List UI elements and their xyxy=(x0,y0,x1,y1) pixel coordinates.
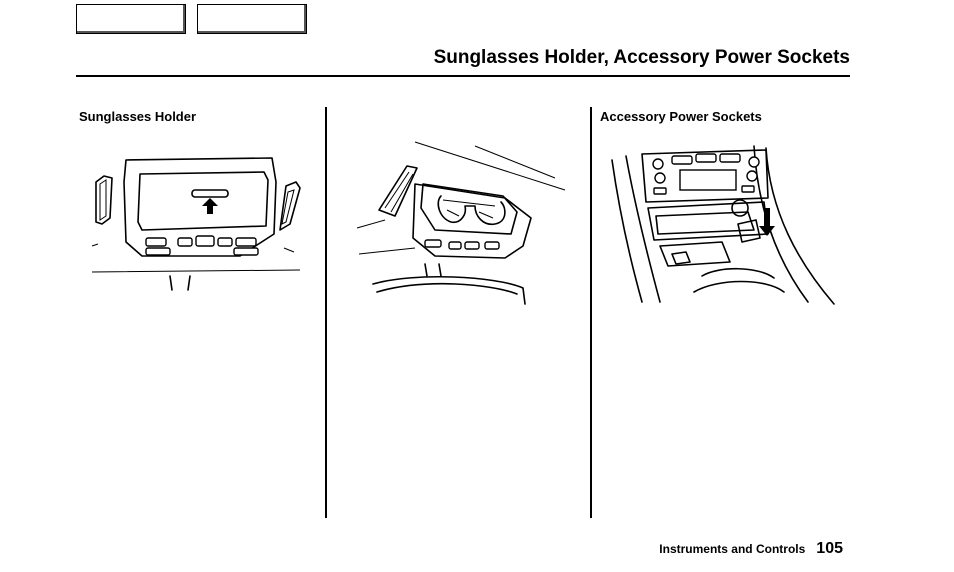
nav-button-contents[interactable] xyxy=(76,4,186,34)
column-divider-left xyxy=(325,107,327,518)
sunglasses-holder-closed-illustration xyxy=(90,152,302,292)
section-heading-accessory-power-sockets: Accessory Power Sockets xyxy=(600,109,762,124)
accessory-power-sockets-illustration xyxy=(598,142,844,307)
page-number: 105 xyxy=(816,540,843,557)
column-divider-right xyxy=(590,107,592,518)
footer-section-name: Instruments and Controls xyxy=(659,542,806,556)
title-divider xyxy=(76,75,850,77)
sunglasses-holder-open-illustration xyxy=(355,138,570,310)
section-heading-sunglasses-holder: Sunglasses Holder xyxy=(79,109,197,124)
page-footer: Instruments and Controls 105 xyxy=(659,540,843,558)
page-title: Sunglasses Holder, Accessory Power Socke… xyxy=(433,47,850,68)
nav-button-index[interactable] xyxy=(197,4,307,34)
